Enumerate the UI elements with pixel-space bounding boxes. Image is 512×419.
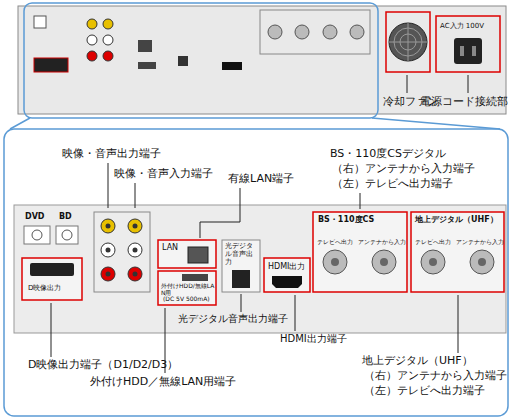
zoom-line bbox=[372, 118, 500, 129]
disc-logos bbox=[24, 226, 78, 244]
bs-antenna bbox=[313, 212, 407, 292]
panel-text: 地上デジタル（UHF） bbox=[415, 215, 498, 224]
panel-text: 外付けHDD/無線LAN用 bbox=[161, 283, 215, 297]
callout-label: 外付けHDD／無線LAN用端子 bbox=[90, 376, 236, 389]
callout-label: （左）テレビへ出力端子 bbox=[332, 178, 453, 191]
panel-text: HDMI出力 bbox=[268, 262, 305, 271]
callout-label: 映像・音声入力端子 bbox=[114, 168, 213, 181]
power-inlet bbox=[436, 16, 500, 72]
callout-label: 有線LAN端子 bbox=[228, 173, 294, 186]
hdmi-port bbox=[264, 258, 310, 292]
panel-text: LAN bbox=[162, 243, 178, 252]
callout-label: BS・110度CSデジタル bbox=[330, 148, 446, 161]
panel-text: DVD bbox=[25, 212, 44, 221]
callout-label: 映像・音声出力端子 bbox=[62, 148, 161, 161]
zoom-frame bbox=[24, 3, 378, 118]
leader-lines bbox=[51, 163, 458, 373]
cooling-fan bbox=[386, 12, 430, 72]
leader-line bbox=[468, 75, 469, 93]
zoomed-panel bbox=[14, 205, 506, 333]
callout-label: 電源コード接続部 bbox=[420, 96, 508, 109]
callout-label: （右）アンテナから入力端子 bbox=[364, 370, 507, 383]
callout-label: HDMI出力端子 bbox=[280, 333, 347, 345]
panel-text: テレビへ出力 bbox=[317, 239, 353, 246]
callout-label: D映像出力端子（D1/D2/D3） bbox=[28, 359, 178, 372]
lan-usb bbox=[158, 240, 216, 305]
optical-port bbox=[222, 240, 260, 292]
callout-label: 地上デジタル（UHF） bbox=[362, 355, 473, 368]
uhf-antenna bbox=[411, 212, 504, 292]
callout-label: （右）アンテナから入力端子 bbox=[332, 163, 475, 176]
panel-text: AC入力 100V bbox=[440, 22, 484, 30]
callout-label: （左）テレビへ出力端子 bbox=[364, 385, 485, 398]
panel-text: アンテナから入力 bbox=[358, 239, 406, 246]
zoom-line bbox=[10, 118, 30, 129]
mini-ports bbox=[34, 10, 370, 72]
panel-text: (DC 5V 500mA) bbox=[163, 296, 210, 303]
d-terminal bbox=[22, 258, 82, 300]
rca-jacks bbox=[94, 212, 150, 292]
panel-text: D映像出力 bbox=[28, 284, 61, 292]
leader-line bbox=[407, 75, 408, 93]
panel-text: BD bbox=[59, 212, 72, 221]
panel-text: アンテナから入力 bbox=[456, 239, 504, 246]
panel-text: BS・110度CS bbox=[318, 215, 374, 224]
panel-text: テレビへ出力 bbox=[415, 239, 451, 246]
callout-label: 光デジタル音声出力端子 bbox=[178, 313, 288, 325]
panel-text: 光デジタル音声出力 bbox=[225, 242, 259, 266]
zoom-box bbox=[4, 129, 508, 416]
